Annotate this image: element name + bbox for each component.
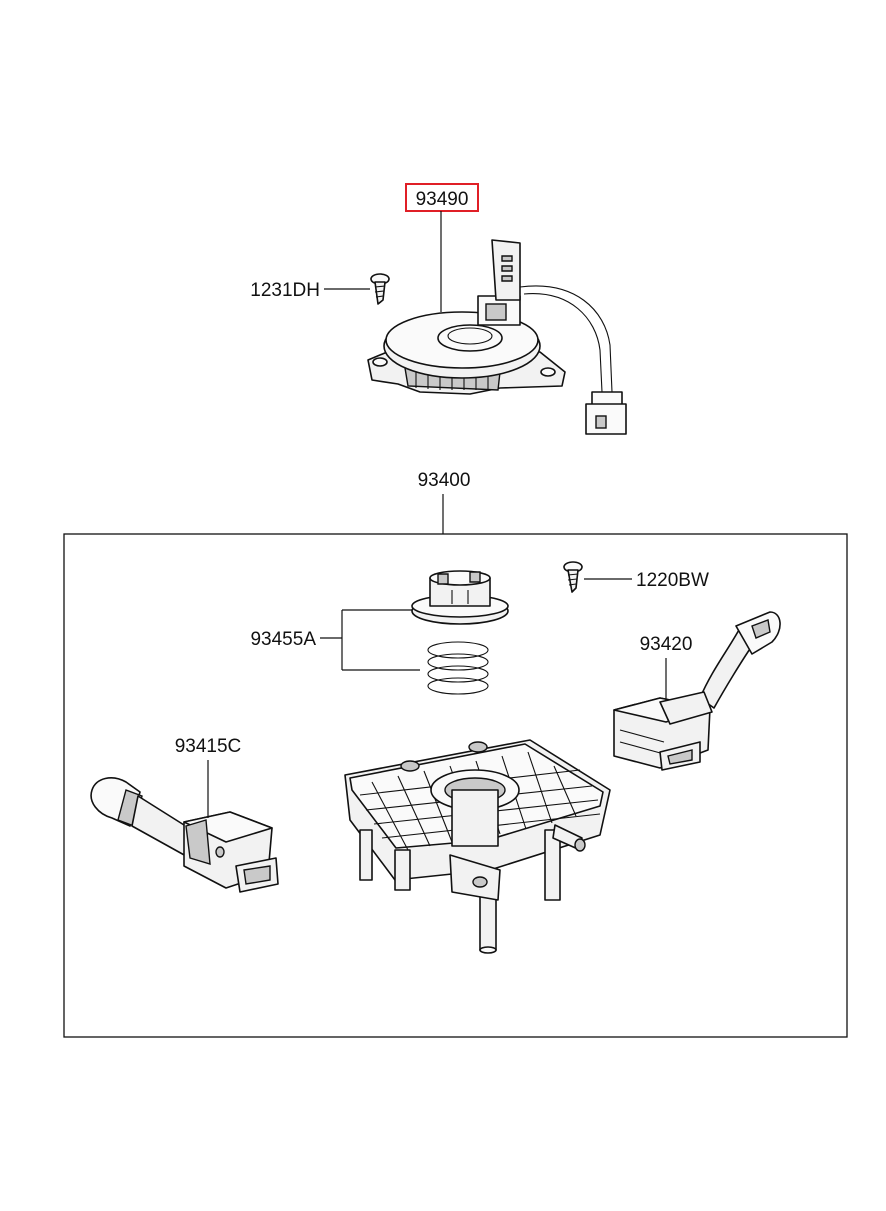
screw-icon[interactable] [563, 561, 583, 593]
label-93490[interactable]: 93490 [416, 189, 469, 210]
wiper-switch-icon[interactable] [613, 611, 781, 771]
label-93455A[interactable]: 93455A [250, 629, 316, 650]
label-93400[interactable]: 93400 [418, 470, 471, 491]
light-switch-icon[interactable] [90, 777, 279, 893]
label-93415C[interactable]: 93415C [175, 736, 242, 757]
screw-icon[interactable] [370, 273, 390, 305]
highlight-box [405, 183, 479, 212]
assembly-frame [63, 533, 848, 1038]
label-1220BW[interactable]: 1220BW [636, 570, 709, 591]
label-93420[interactable]: 93420 [640, 634, 693, 655]
switch-body-icon[interactable] [344, 739, 611, 954]
label-1231DH[interactable]: 1231DH [250, 280, 320, 301]
clock-spring-icon[interactable] [367, 239, 627, 435]
coil-spring-icon[interactable] [427, 641, 489, 695]
cancel-cam-icon[interactable] [411, 570, 509, 625]
